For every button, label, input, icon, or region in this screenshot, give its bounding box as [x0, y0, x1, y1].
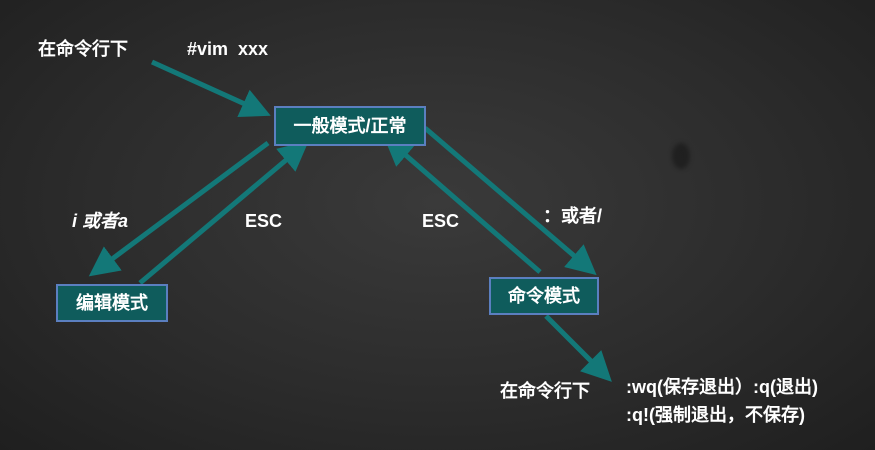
arrow-command-to-quit: [544, 314, 612, 382]
arrow-normal-to-edit: [88, 140, 270, 277]
smudge-mark: [672, 143, 690, 169]
arrow-edit-to-normal: [138, 140, 309, 285]
esc-label-left: ESC: [245, 211, 283, 231]
cmdline-label-top: 在命令行下: [38, 39, 128, 59]
command-mode-node: 命令模式: [489, 277, 599, 315]
normal-mode-node: 一般模式/正常: [274, 106, 426, 146]
force-quit-option: :q!(强制退出，不保存): [626, 405, 805, 425]
save-quit-options: :wq(保存退出）:q(退出): [626, 377, 818, 397]
vim-command-label: #vim xxx: [187, 39, 269, 59]
insert-key-label: i 或者a: [72, 211, 129, 231]
arrow-command-to-normal: [383, 135, 542, 274]
arrow-start-to-normal: [150, 59, 271, 118]
arrow-normal-to-command: [423, 126, 597, 276]
edit-mode-label: 编辑模式: [76, 293, 148, 313]
command-mode-label: 命令模式: [508, 286, 580, 306]
edit-mode-node: 编辑模式: [56, 284, 168, 322]
normal-mode-label: 一般模式/正常: [293, 116, 407, 136]
esc-label-right: ESC: [422, 211, 460, 231]
command-key-label: ：或者/: [543, 206, 603, 226]
cmdline-label-bottom: 在命令行下: [500, 381, 590, 401]
